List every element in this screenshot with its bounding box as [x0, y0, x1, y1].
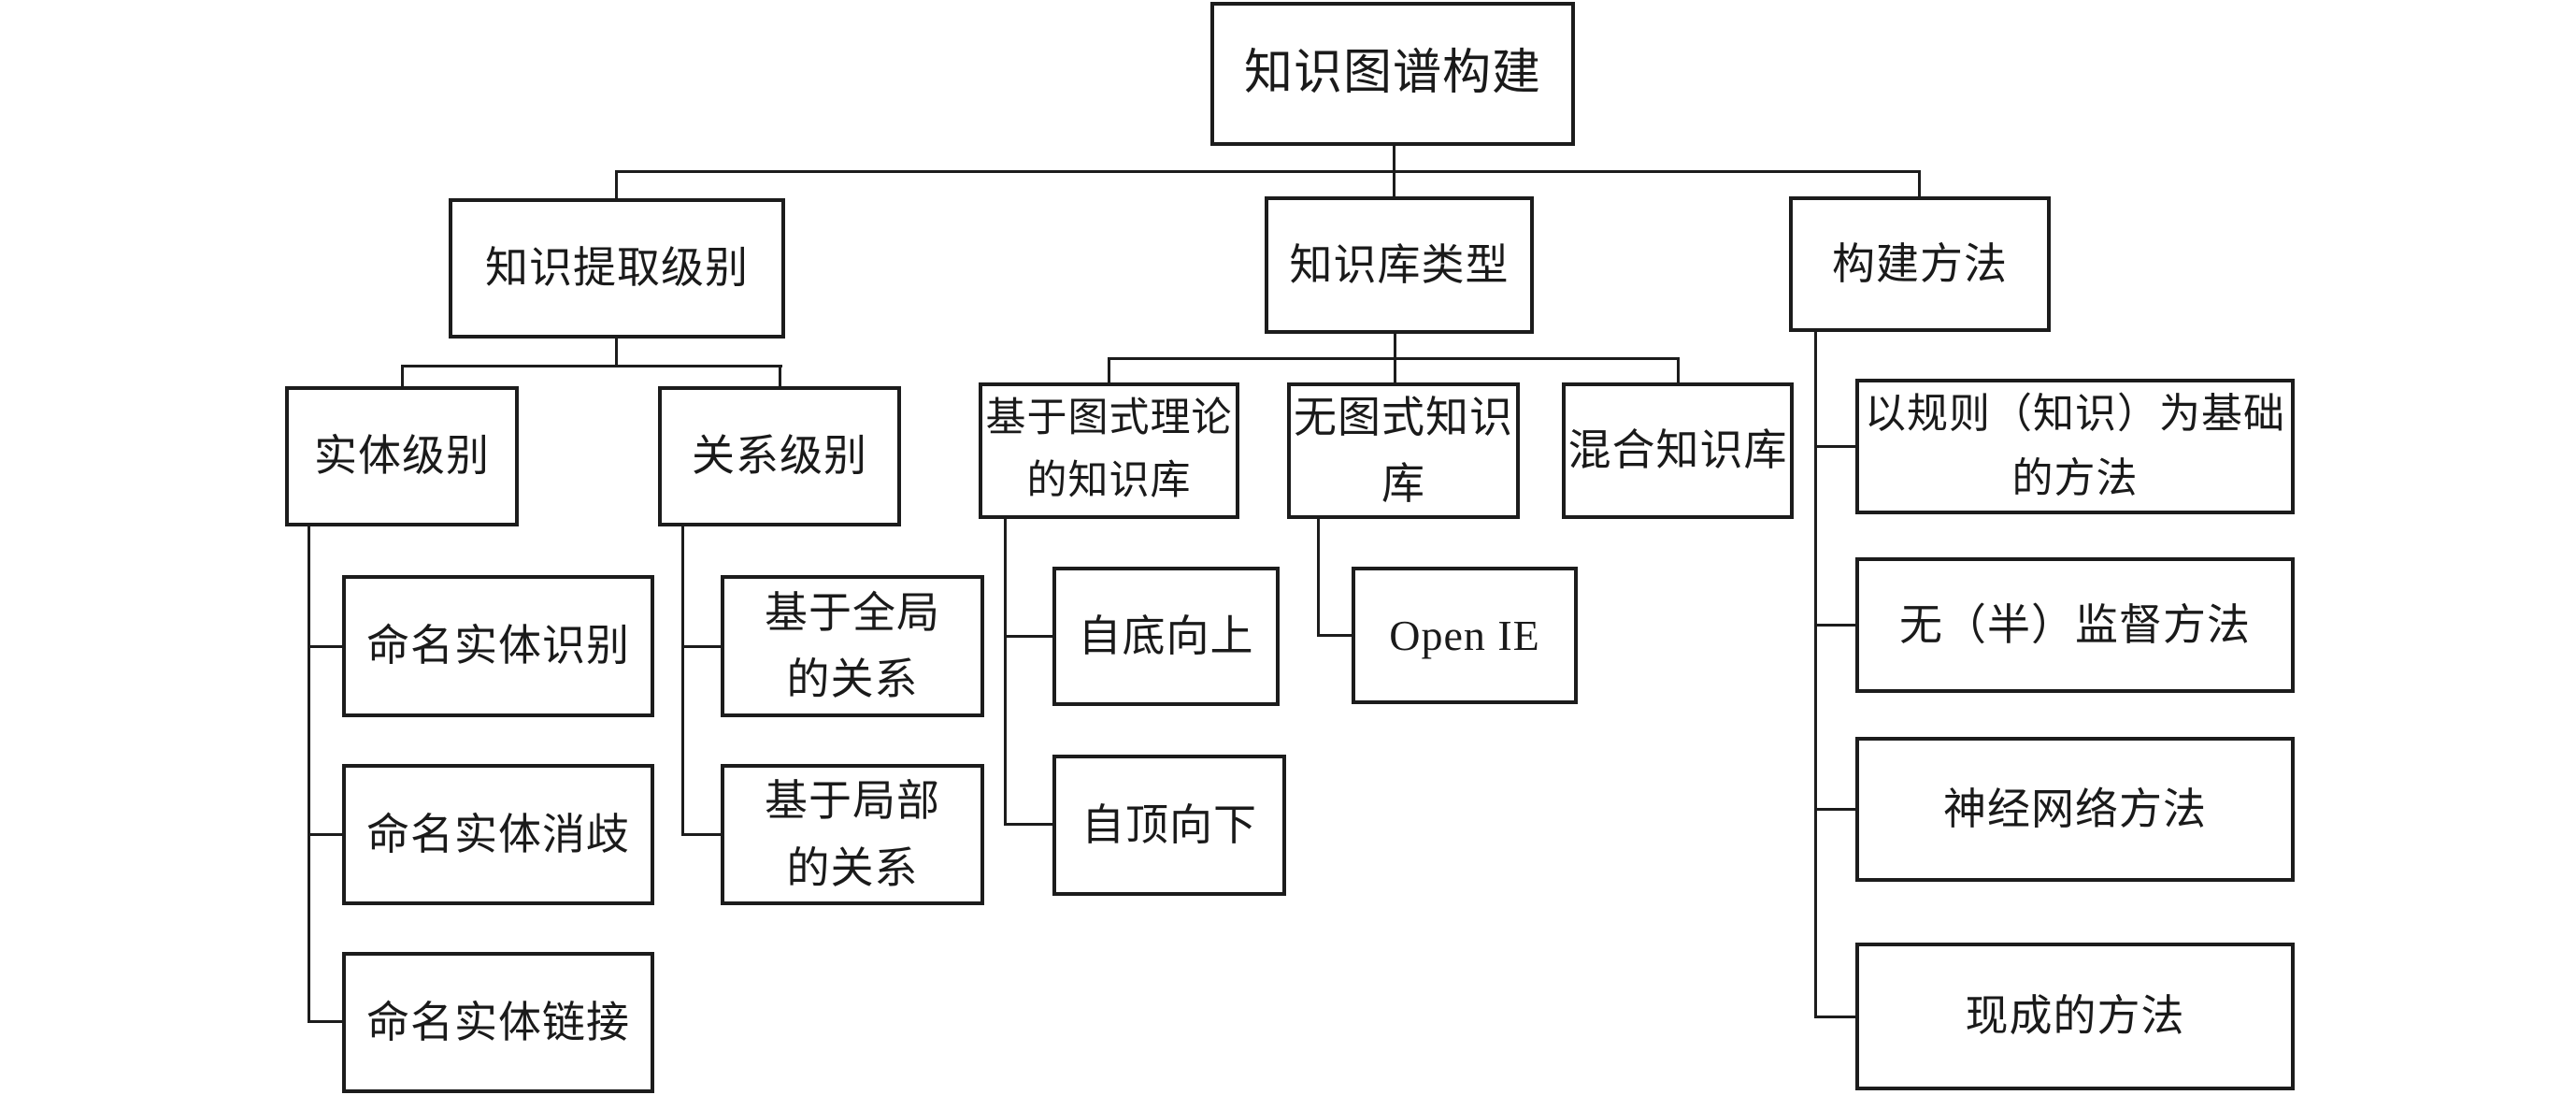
- node-entity-level: 实体级别: [285, 386, 519, 526]
- node-schemaless-kb: 无图式知识 库: [1287, 382, 1520, 519]
- node-named-entity-disambiguation: 命名实体消歧: [342, 764, 654, 905]
- connector-bus-to-method: [1918, 171, 1921, 196]
- connector-bus-to-hybrid: [1677, 358, 1680, 382]
- connector-stub-ready: [1814, 1016, 1855, 1018]
- node-rule-knowledge-based-method: 以规则（知识）为基础 的方法: [1855, 379, 2295, 514]
- node-kb-type: 知识库类型: [1265, 196, 1534, 334]
- connector-stub-ner: [308, 645, 342, 648]
- connector-stub-topdown: [1004, 823, 1052, 826]
- node-open-ie: Open IE: [1352, 567, 1578, 704]
- connector-stub-ned: [308, 833, 342, 836]
- connector-bus-to-entity: [401, 366, 404, 386]
- connector-extract-bus: [401, 365, 782, 367]
- node-named-entity-recognition: 命名实体识别: [342, 575, 654, 717]
- node-relation-level: 关系级别: [658, 386, 901, 526]
- node-un-semi-supervised-method: 无（半）监督方法: [1855, 557, 2295, 693]
- node-extraction-level: 知识提取级别: [449, 198, 785, 339]
- connector-bus-to-extract: [615, 171, 618, 198]
- connector-bus-to-schema: [1108, 358, 1110, 382]
- node-top-down: 自顶向下: [1052, 755, 1286, 896]
- connector-kbtype-bus: [1108, 357, 1680, 360]
- connector-bus-to-relation: [779, 366, 781, 386]
- connector-stub-openie: [1317, 634, 1352, 637]
- connector-stub-local: [681, 833, 721, 836]
- connector-stub-nel: [308, 1020, 342, 1023]
- node-root-knowledge-graph-construction: 知识图谱构建: [1210, 2, 1575, 146]
- node-local-relations: 基于局部 的关系: [721, 764, 984, 905]
- connector-entity-rail: [308, 526, 310, 1022]
- node-schema-theory-kb: 基于图式理论 的知识库: [979, 382, 1239, 519]
- connector-stub-bottomup: [1004, 635, 1052, 638]
- connector-schema-rail: [1004, 518, 1007, 826]
- node-ready-made-method: 现成的方法: [1855, 943, 2295, 1090]
- connector-relation-rail: [681, 526, 684, 835]
- connector-stub-neural: [1814, 808, 1855, 811]
- connector-stub-unsupervised: [1814, 624, 1855, 627]
- connector-method-rail: [1814, 332, 1817, 1017]
- node-named-entity-linking: 命名实体链接: [342, 952, 654, 1093]
- node-construction-method: 构建方法: [1789, 196, 2051, 332]
- node-neural-network-method: 神经网络方法: [1855, 737, 2295, 882]
- node-global-relations: 基于全局 的关系: [721, 575, 984, 717]
- connector-schemaless-rail: [1317, 518, 1320, 637]
- connector-level1-bus: [615, 170, 1921, 173]
- connector-extract-drop: [615, 339, 618, 366]
- connector-stub-rule: [1814, 445, 1855, 448]
- node-hybrid-kb: 混合知识库: [1562, 382, 1794, 519]
- connector-stub-global: [681, 645, 721, 648]
- node-bottom-up: 自底向上: [1052, 567, 1280, 706]
